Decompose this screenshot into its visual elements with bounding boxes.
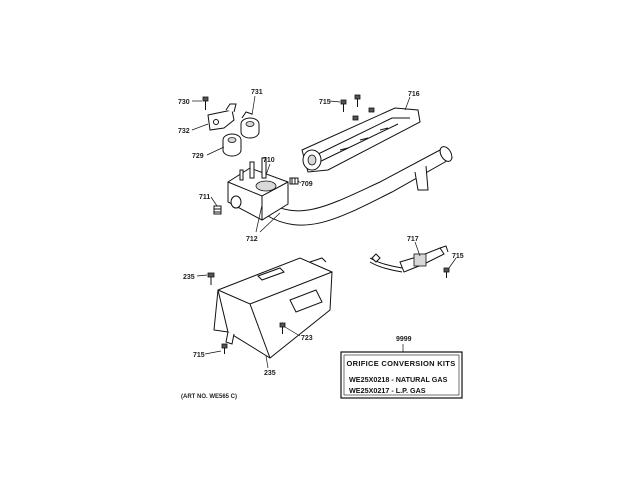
screw-730-icon xyxy=(202,96,209,110)
screw-235-icon xyxy=(207,272,215,285)
callout-711: 711 xyxy=(199,194,210,201)
art-number: (ART NO. WE565 C) xyxy=(181,394,237,400)
fitting-709-icon xyxy=(289,177,299,185)
callout-723: 723 xyxy=(301,335,313,342)
callout-731: 731 xyxy=(251,89,263,96)
callout-715-bottom: 715 xyxy=(193,352,205,359)
callout-235-bottom: 235 xyxy=(264,370,276,377)
mounting-bracket-icon xyxy=(213,257,333,359)
igniter-717-icon xyxy=(369,245,449,273)
valve-assembly: 710 709 711 712 xyxy=(199,146,453,243)
gas-valve-icon xyxy=(227,157,289,221)
screw-723-icon xyxy=(279,322,286,334)
callout-729: 729 xyxy=(192,153,204,160)
screw-715-igniter-icon xyxy=(443,267,450,278)
screw-715-top-icon xyxy=(340,94,375,121)
callout-712: 712 xyxy=(246,236,258,243)
bracket-assembly: 235 723 715 235 xyxy=(183,257,333,377)
igniter-assembly: 717 715 xyxy=(369,236,464,278)
callout-710: 710 xyxy=(263,157,275,164)
coil-731-icon xyxy=(240,111,260,139)
callout-715-igniter: 715 xyxy=(452,253,464,260)
callout-716: 716 xyxy=(408,91,420,98)
burner-assembly: 715 716 xyxy=(301,91,421,173)
coil-bracket-icon xyxy=(207,103,237,131)
callout-709: 709 xyxy=(301,181,313,188)
callout-732: 732 xyxy=(178,128,190,135)
fitting-711-icon xyxy=(213,205,222,215)
manifold-tube-icon xyxy=(265,146,453,226)
burner-716-icon xyxy=(301,107,421,173)
coil-assembly: 730 731 732 729 xyxy=(178,89,263,160)
kit-natural-gas: WE25X0218 - NATURAL GAS xyxy=(349,375,448,384)
callout-717: 717 xyxy=(407,236,419,243)
callout-9999: 9999 xyxy=(396,336,412,343)
coil-729-icon xyxy=(222,133,242,157)
screw-715-bottom-icon xyxy=(221,343,228,354)
callout-235-top: 235 xyxy=(183,274,195,281)
kit-lp-gas: WE25X0217 - L.P. GAS xyxy=(349,386,426,395)
callout-715-top: 715 xyxy=(319,99,331,106)
callout-730: 730 xyxy=(178,99,190,106)
kit-box-title: ORIFICE CONVERSION KITS xyxy=(347,359,456,368)
orifice-kit-box: 9999 ORIFICE CONVERSION KITS WE25X0218 -… xyxy=(340,336,463,399)
